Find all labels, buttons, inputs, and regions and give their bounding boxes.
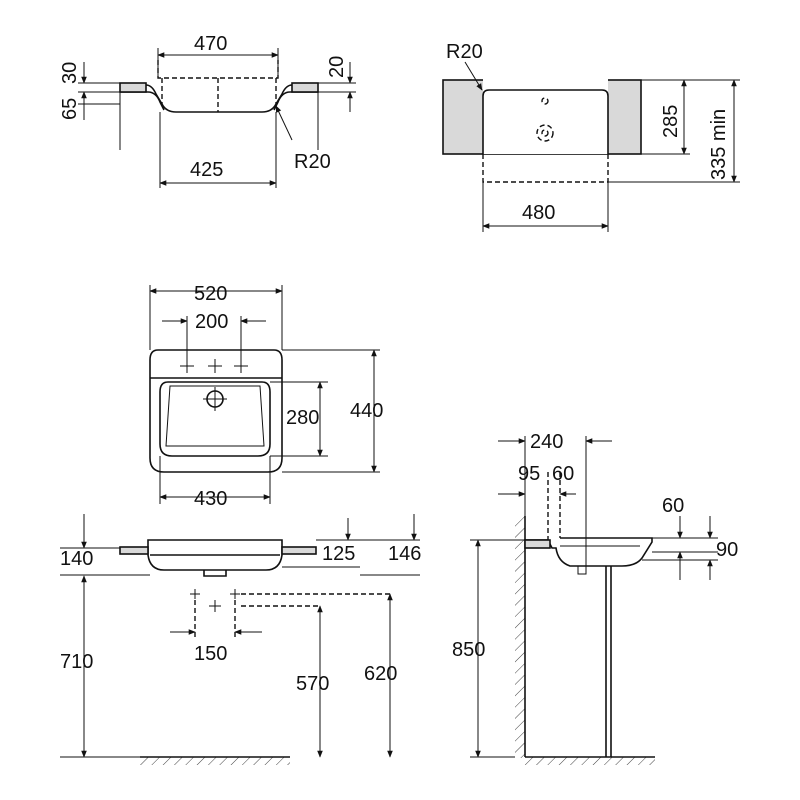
plan-view: 520 200 280 440 430 [149, 283, 383, 510]
cutout-template-view: R20 480 285 335 min [442, 41, 740, 232]
dim-430: 430 [194, 488, 227, 510]
dim-285: 285 [660, 105, 682, 138]
dim-570: 570 [296, 673, 329, 695]
radius-label-r20-section: R20 [294, 151, 331, 173]
radius-label-r20-template: R20 [446, 41, 483, 63]
dim-480: 480 [522, 202, 555, 224]
top-section-view: 470 425 30 65 20 R20 [59, 33, 356, 188]
dim-200: 200 [195, 311, 228, 333]
dim-440: 440 [350, 400, 383, 422]
dim-60-offset: 60 [552, 463, 574, 485]
side-view: 240 95 60 60 90 850 [452, 431, 738, 765]
tap-holes [180, 359, 248, 373]
dim-150: 150 [194, 643, 227, 665]
dim-20: 20 [326, 56, 348, 78]
dim-470: 470 [194, 33, 227, 55]
dim-240: 240 [530, 431, 563, 453]
dim-335-min: 335 min [708, 109, 730, 180]
dim-850: 850 [452, 639, 485, 661]
dim-280: 280 [286, 407, 319, 429]
dim-95: 95 [518, 463, 540, 485]
dim-710: 710 [60, 651, 93, 673]
front-view: 150 140 710 125 146 570 620 [60, 514, 421, 765]
dim-30: 30 [59, 62, 81, 84]
dim-125: 125 [322, 543, 355, 565]
dim-425: 425 [190, 159, 223, 181]
dim-140: 140 [60, 548, 93, 570]
dim-90: 90 [716, 539, 738, 561]
dim-60-rim: 60 [662, 495, 684, 517]
dim-146: 146 [388, 543, 421, 565]
dim-65: 65 [59, 98, 81, 120]
dim-520: 520 [194, 283, 227, 305]
dim-620: 620 [364, 663, 397, 685]
